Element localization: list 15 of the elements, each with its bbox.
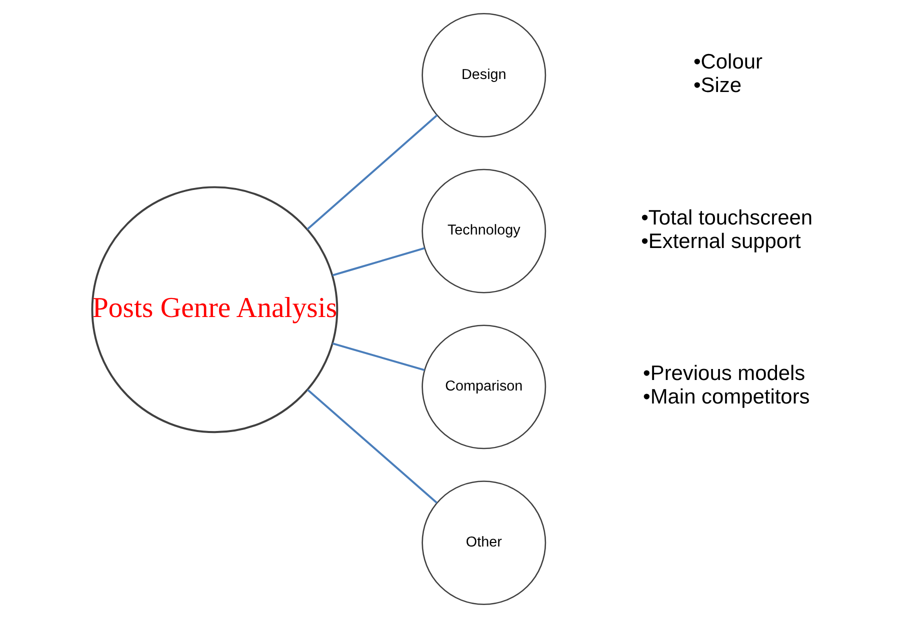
connector [306, 114, 438, 230]
node-label: •Size [693, 74, 742, 97]
node-label: •Total touchscreen [641, 206, 813, 230]
node-circle: Other [422, 480, 546, 606]
node-label: •External support [641, 230, 801, 253]
connector [307, 389, 438, 504]
node-label: •Colour [693, 50, 762, 74]
node-circle: Design [422, 12, 546, 138]
node-circle: Technology [422, 168, 546, 294]
node-label: •Previous models [643, 362, 806, 386]
node-label: •Main competitors [643, 386, 810, 409]
node-circle: Comparison [422, 324, 546, 450]
connector [332, 342, 425, 372]
node-circle: Posts Genre Analysis [91, 186, 338, 434]
connector [332, 247, 425, 276]
